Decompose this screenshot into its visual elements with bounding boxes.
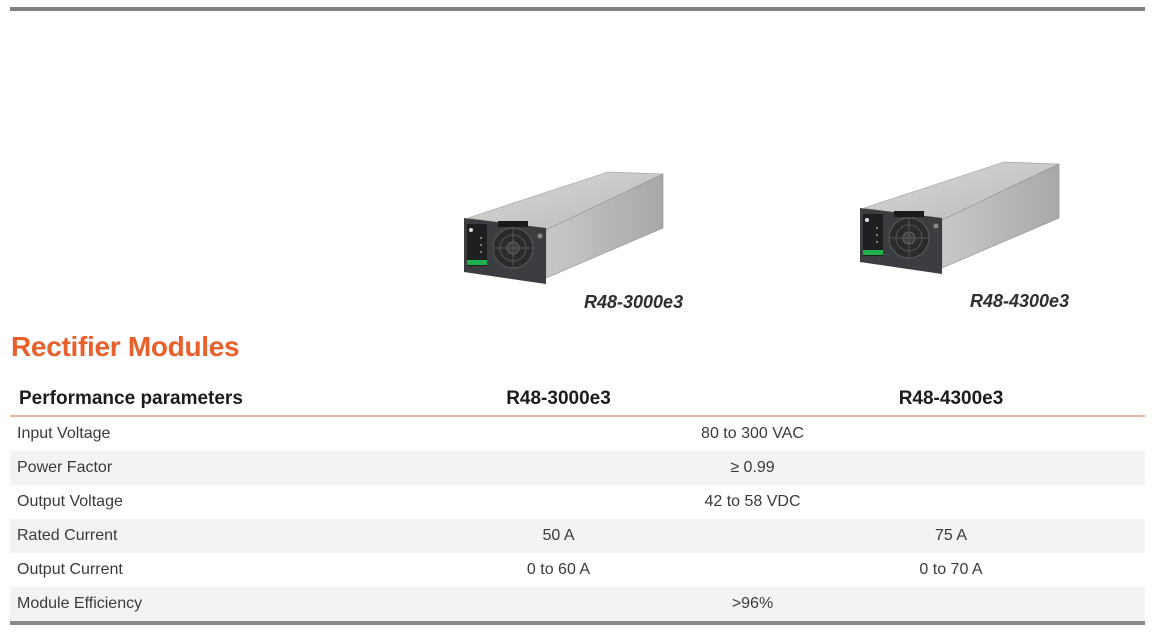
table-row: Module Efficiency >96% <box>10 587 1145 625</box>
value-r48-3000e3: 50 A <box>360 519 757 553</box>
table-header-row: Performance parameters R48-3000e3 R48-43… <box>10 382 1145 417</box>
param-label: Output Current <box>17 561 123 578</box>
table-row: Rated Current 50 A 75 A <box>10 519 1145 553</box>
param-label: Rated Current <box>10 519 360 553</box>
rectifier-module-image <box>854 158 1064 276</box>
value-r48-4300e3: 0 to 70 A <box>919 561 983 578</box>
product-caption: R48-3000e3 <box>584 292 684 312</box>
param-label: Power Factor <box>10 451 360 485</box>
table-row: Power Factor ≥ 0.99 <box>10 451 1145 485</box>
value-r48-3000e3: 0 to 60 A <box>526 561 591 578</box>
spec-table: Performance parameters R48-3000e3 R48-43… <box>10 382 1145 625</box>
rectifier-module-icon <box>464 171 664 284</box>
rectifier-module-icon <box>860 161 1060 274</box>
product-caption: R48-4300e3 <box>970 291 1070 311</box>
shared-value: 42 to 58 VDC <box>704 493 801 510</box>
table-row: Output Voltage 42 to 58 VDC <box>10 485 1145 519</box>
section-title: Rectifier Modules <box>11 331 240 362</box>
rectifier-module-image <box>458 168 668 286</box>
shared-value: ≥ 0.99 <box>360 451 1145 485</box>
param-label: Input Voltage <box>17 425 111 442</box>
column-header-r48-3000e3: R48-3000e3 <box>360 382 757 417</box>
table-row: Input Voltage 80 to 300 VAC <box>10 416 1145 451</box>
top-divider <box>10 7 1145 11</box>
column-header-parameters: Performance parameters <box>10 382 360 417</box>
table-row: Output Current 0 to 60 A 0 to 70 A <box>10 553 1145 587</box>
column-header-r48-4300e3: R48-4300e3 <box>757 382 1145 417</box>
shared-value: 80 to 300 VAC <box>701 425 804 442</box>
param-label: Module Efficiency <box>10 587 360 625</box>
value-r48-4300e3: 75 A <box>757 519 1145 553</box>
shared-value: >96% <box>360 587 1145 625</box>
param-label: Output Voltage <box>17 493 123 510</box>
